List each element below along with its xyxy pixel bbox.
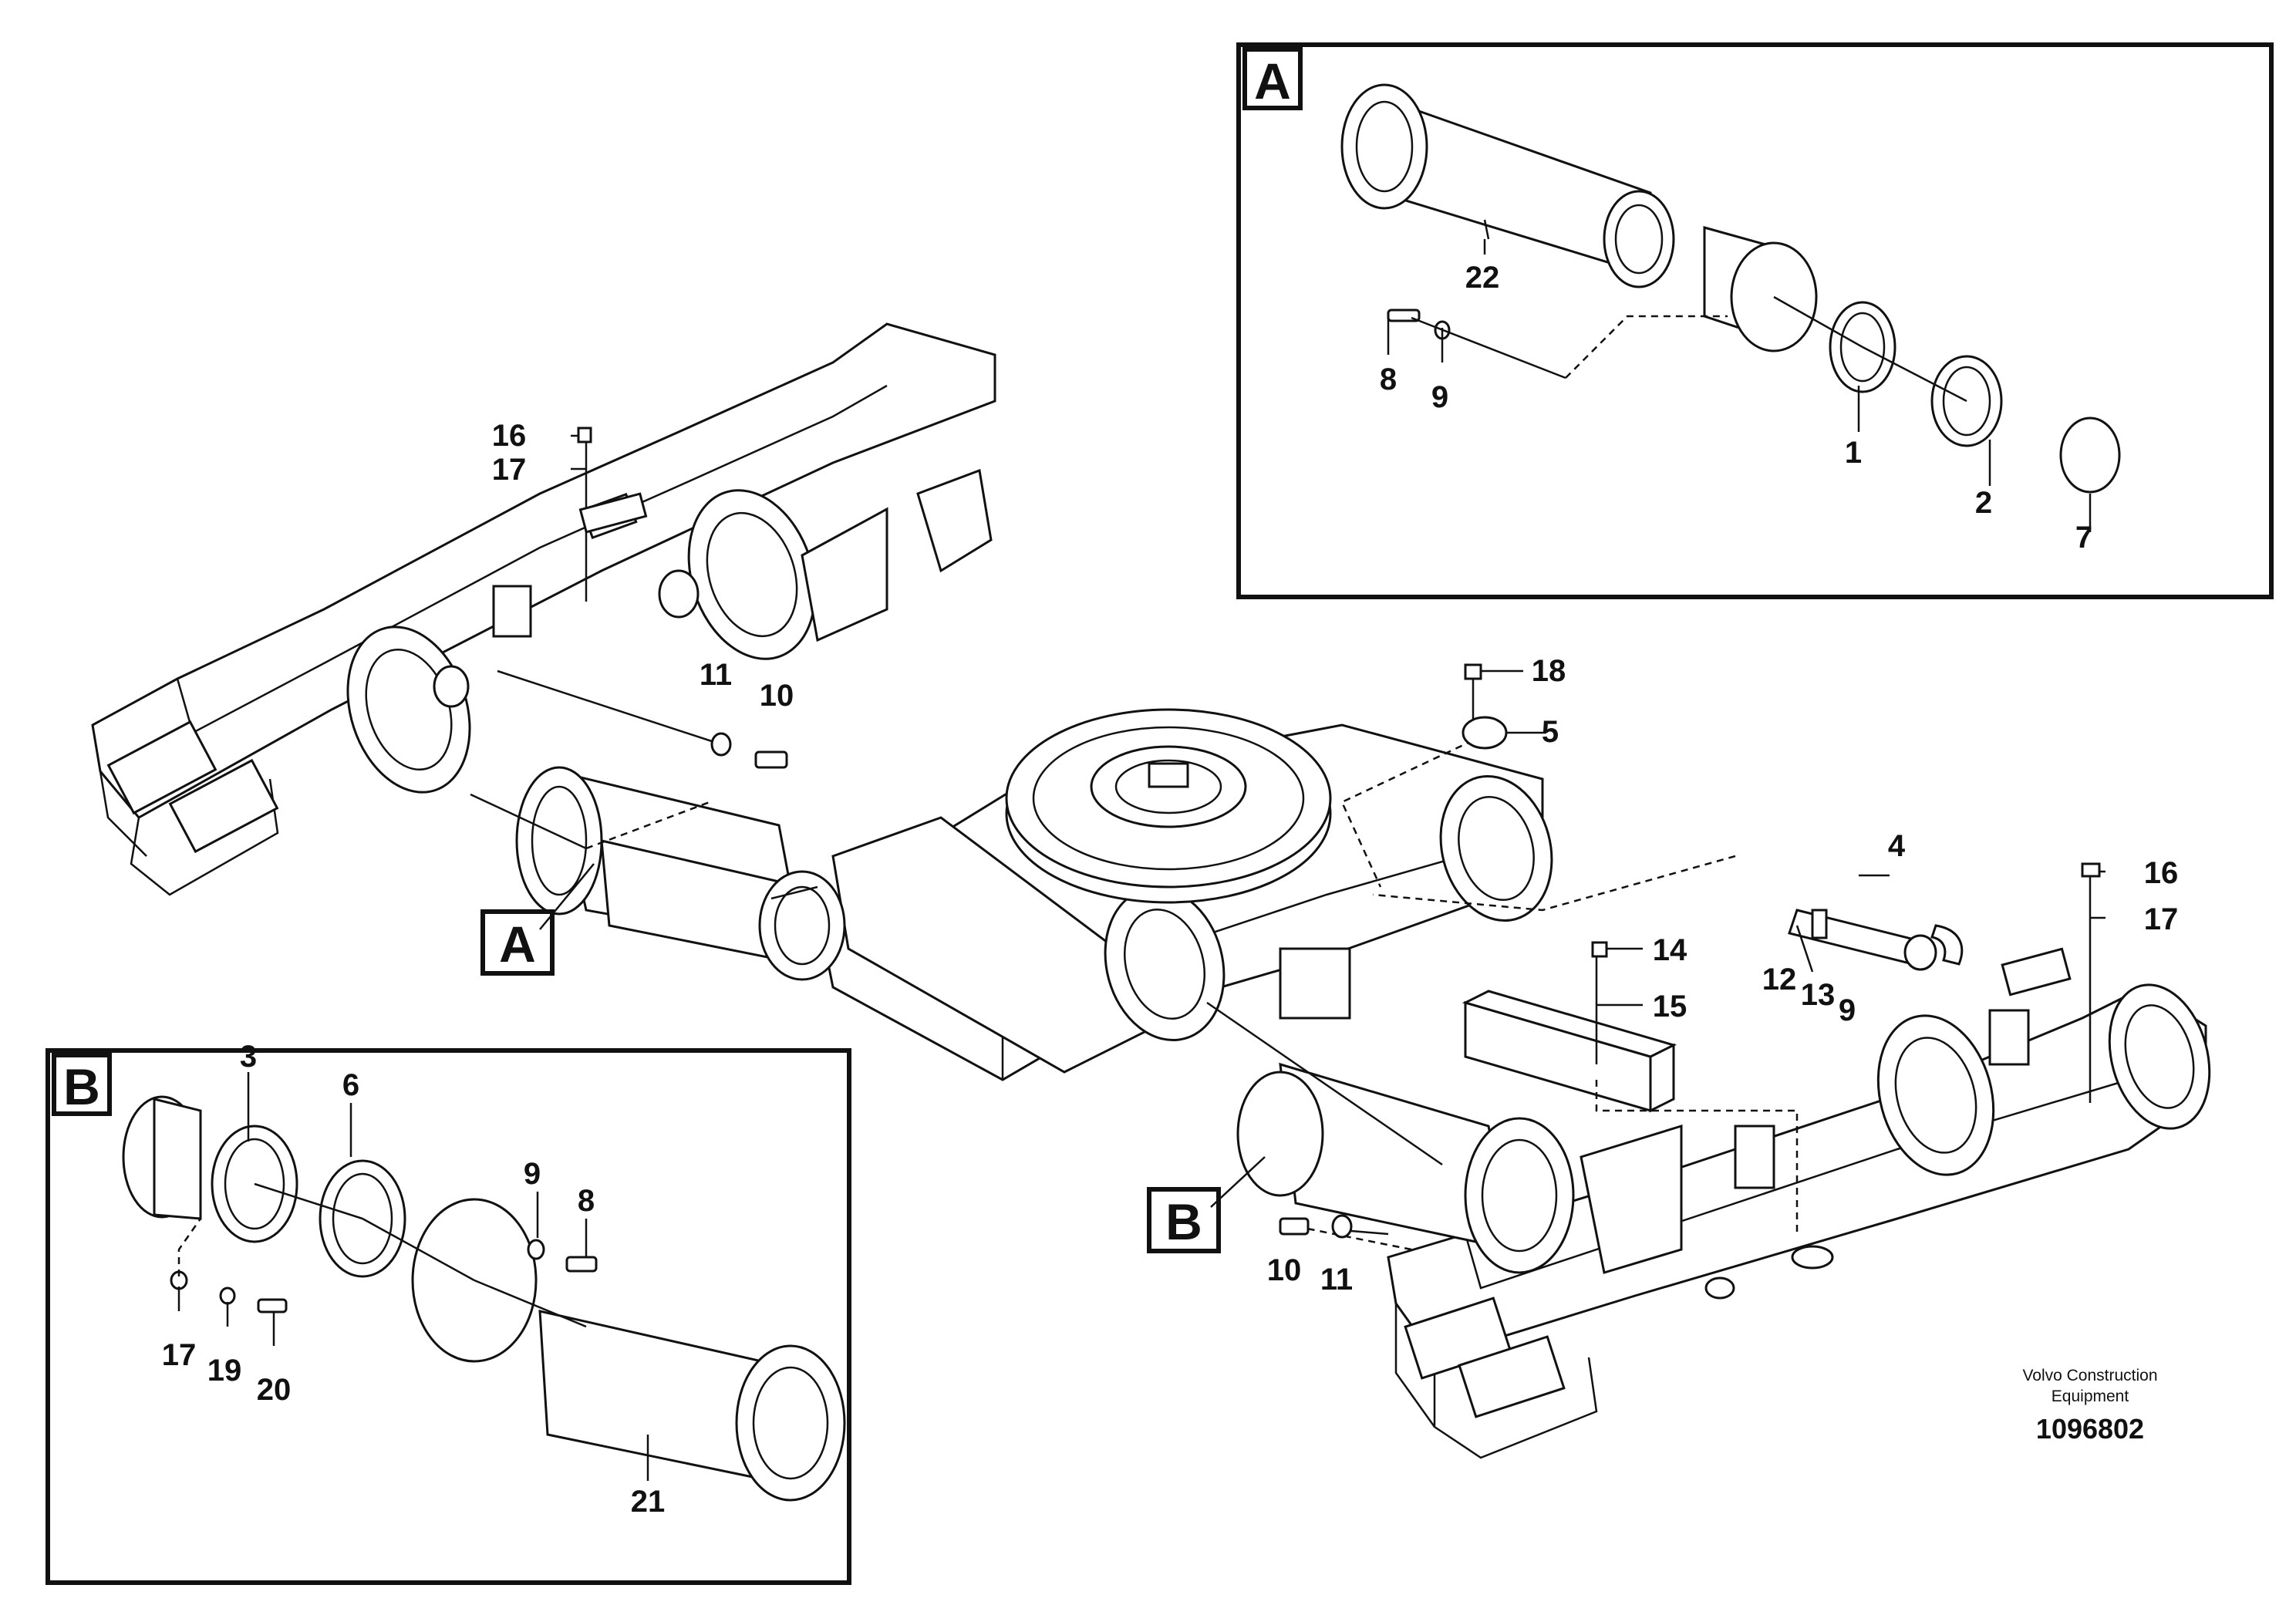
detail-a-parts xyxy=(1340,83,2121,494)
pointer-a-label: A xyxy=(499,916,536,973)
brand-line-2: Equipment xyxy=(2052,1388,2129,1405)
left-axle-tube xyxy=(515,766,846,981)
main-callouts: 16 17 11 10 18 5 4 14 15 12 13 9 16 17 1… xyxy=(492,419,2179,1297)
callout-18: 18 xyxy=(1532,654,1566,688)
pointer-b-label: B xyxy=(1165,1193,1202,1250)
callout-b-9: 9 xyxy=(524,1157,541,1191)
callout-11-right: 11 xyxy=(1320,1263,1353,1297)
callout-5: 5 xyxy=(1542,715,1559,749)
callout-b-17: 17 xyxy=(162,1338,197,1372)
pointer-a: A xyxy=(480,863,595,976)
detail-a-panel: A xyxy=(1236,42,2274,599)
right-axle-tube xyxy=(1236,1062,1575,1274)
callout-a-8: 8 xyxy=(1380,363,1397,396)
callout-16-left: 16 xyxy=(492,419,527,453)
callout-12: 12 xyxy=(1762,963,1797,996)
callout-b-19: 19 xyxy=(207,1354,242,1388)
callout-b-8: 8 xyxy=(578,1184,595,1218)
detail-b-leaders xyxy=(177,1072,649,1481)
callout-a-22: 22 xyxy=(1465,261,1500,295)
callout-9-main: 9 xyxy=(1839,993,1856,1027)
callout-10-left: 10 xyxy=(760,679,794,713)
callout-17-right: 17 xyxy=(2144,902,2179,936)
slewing-ring xyxy=(1005,708,1332,904)
detail-a-label: A xyxy=(1254,52,1291,110)
brand-line-1: Volvo Construction xyxy=(2022,1367,2157,1384)
callout-17-left: 17 xyxy=(492,453,527,487)
callout-4: 4 xyxy=(1888,829,1906,863)
callout-10-right: 10 xyxy=(1267,1253,1302,1287)
callout-b-21: 21 xyxy=(631,1485,666,1519)
callout-15: 15 xyxy=(1653,990,1687,1023)
pointer-b: B xyxy=(1147,1156,1266,1253)
detail-a-leaders xyxy=(1387,219,2092,532)
detail-b-panel: B xyxy=(46,1040,851,1585)
left-track-frame xyxy=(91,322,996,896)
callout-b-3: 3 xyxy=(240,1040,257,1074)
detail-b-label: B xyxy=(63,1058,100,1115)
callout-14: 14 xyxy=(1653,933,1687,967)
callout-b-20: 20 xyxy=(257,1373,292,1407)
callout-16-right: 16 xyxy=(2144,856,2179,890)
callout-a-1: 1 xyxy=(1845,436,1862,470)
callout-a-9: 9 xyxy=(1431,380,1448,414)
callout-a-2: 2 xyxy=(1975,486,1992,520)
footer: Volvo Construction Equipment 1096802 xyxy=(2022,1367,2157,1445)
main-hardware xyxy=(577,427,2101,1239)
callout-a-7: 7 xyxy=(2075,521,2092,555)
callout-13: 13 xyxy=(1801,978,1836,1012)
callout-11-left: 11 xyxy=(700,658,732,692)
callout-b-6: 6 xyxy=(342,1068,359,1102)
detail-b-parts xyxy=(122,1095,846,1502)
document-number: 1096802 xyxy=(2036,1413,2144,1445)
